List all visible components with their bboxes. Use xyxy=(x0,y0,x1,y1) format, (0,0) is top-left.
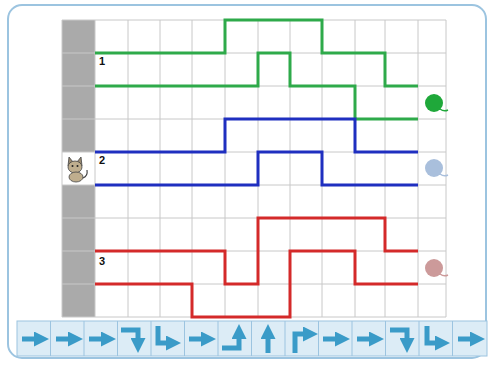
arrow-right xyxy=(458,337,476,342)
arrow-turn-up xyxy=(222,333,239,348)
yarn-ball xyxy=(425,94,448,112)
path-number: 3 xyxy=(98,256,106,267)
arrow-up xyxy=(266,333,271,353)
grid-lines xyxy=(62,20,446,317)
arrow-right xyxy=(22,337,40,342)
green-path xyxy=(95,53,418,119)
arrow-right xyxy=(56,337,74,342)
arrow-right xyxy=(189,337,207,342)
blue-path xyxy=(95,152,418,185)
cat-icon xyxy=(68,157,87,182)
path-number: 1 xyxy=(98,56,106,67)
arrow-turn-down xyxy=(390,330,407,344)
arrow-turn-down xyxy=(121,330,138,344)
arrow-turn-right xyxy=(427,326,441,343)
wall-column xyxy=(62,20,95,317)
arrow-right xyxy=(89,337,107,342)
red-path xyxy=(95,218,418,284)
yarn-ball xyxy=(425,159,448,177)
yarn-ball xyxy=(425,259,448,277)
command-bar xyxy=(17,321,487,356)
blue-path xyxy=(95,119,418,152)
arrow-right xyxy=(357,337,375,342)
arrow-turn-right xyxy=(158,326,172,343)
arrow-right xyxy=(323,337,341,342)
outer-frame xyxy=(8,5,486,358)
path-number: 2 xyxy=(98,155,106,166)
arrow-turn-right xyxy=(295,334,309,353)
